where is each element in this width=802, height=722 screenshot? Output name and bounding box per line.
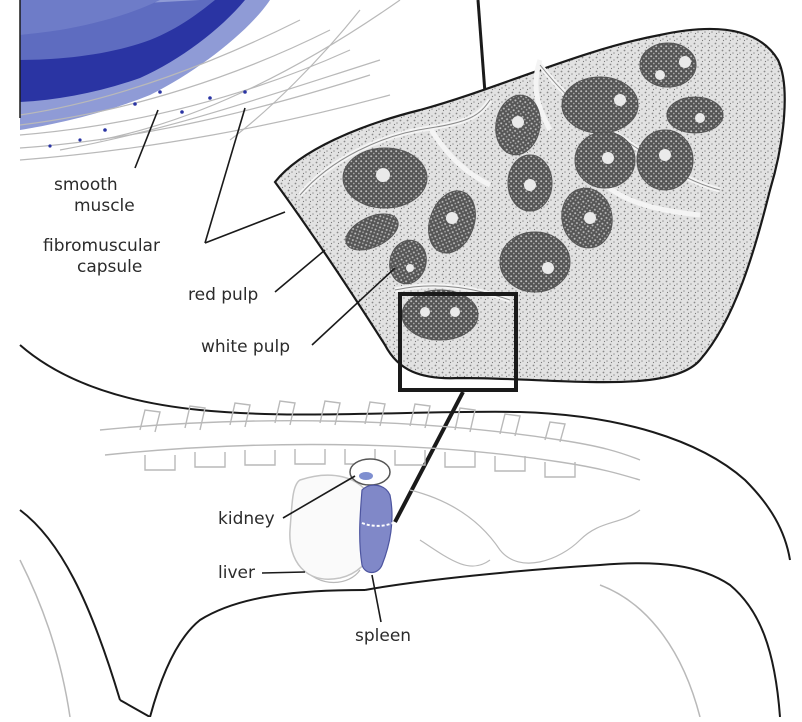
spleen-organ xyxy=(360,485,392,572)
dog-body xyxy=(20,345,790,717)
label-spleen: spleen xyxy=(355,626,411,646)
label-kidney: kidney xyxy=(218,509,275,529)
label-fibromuscular-line2: capsule xyxy=(77,257,142,277)
label-smooth-muscle-line1: smooth xyxy=(54,175,118,195)
label-smooth-muscle-line2: muscle xyxy=(74,196,135,216)
label-liver: liver xyxy=(218,563,255,583)
label-red-pulp: red pulp xyxy=(188,285,258,305)
label-white-pulp: white pulp xyxy=(201,337,290,357)
dog-belly-outline xyxy=(20,510,780,717)
kidney xyxy=(350,459,390,485)
label-fibromuscular-line1: fibromuscular xyxy=(43,236,160,256)
spleen-cross-section xyxy=(275,29,785,382)
